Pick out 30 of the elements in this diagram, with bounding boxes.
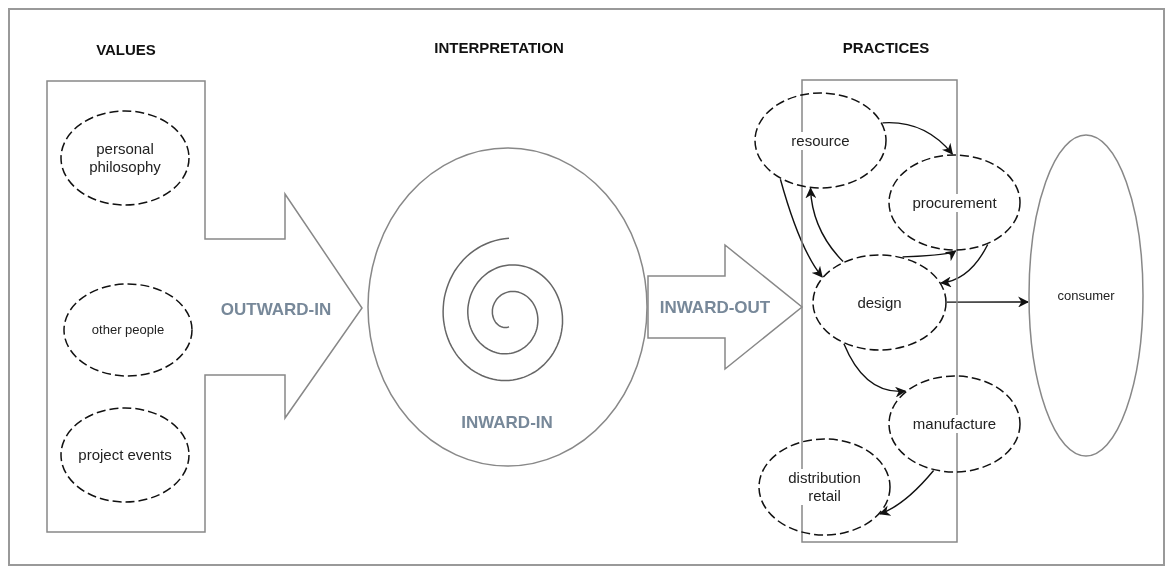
interpretation-circle [367, 147, 648, 467]
arrow [901, 250, 957, 261]
value-ellipse [60, 110, 190, 206]
node-label: other people [90, 321, 166, 339]
node-label: project events [77, 446, 173, 464]
section-heading: VALUES [96, 41, 156, 59]
practice-ellipse [812, 254, 947, 351]
arrow [779, 178, 823, 278]
arrow [879, 469, 935, 516]
value-ellipse [60, 407, 190, 503]
value-ellipse [63, 283, 193, 377]
arrow [843, 343, 907, 397]
node-label: procurement [911, 193, 998, 212]
node-label: consumer [1056, 286, 1116, 305]
arrow [805, 187, 844, 263]
section-heading: INTERPRETATION [434, 39, 564, 57]
practice-ellipse [758, 438, 891, 536]
node-label: manufacture [911, 415, 998, 433]
flow-label: OUTWARD-IN [220, 301, 332, 319]
arrow [881, 121, 953, 155]
arrow [940, 243, 989, 287]
flow-label: INWARD-IN [461, 414, 553, 432]
practice-ellipse [888, 375, 1021, 473]
practice-ellipse [754, 92, 887, 189]
section-heading: PRACTICES [842, 39, 930, 57]
arrow [946, 296, 1030, 308]
consumer-ellipse [1028, 134, 1144, 457]
practice-ellipse [888, 154, 1021, 251]
node-label: resource [790, 131, 851, 150]
node-label: personal philosophy [88, 140, 162, 176]
